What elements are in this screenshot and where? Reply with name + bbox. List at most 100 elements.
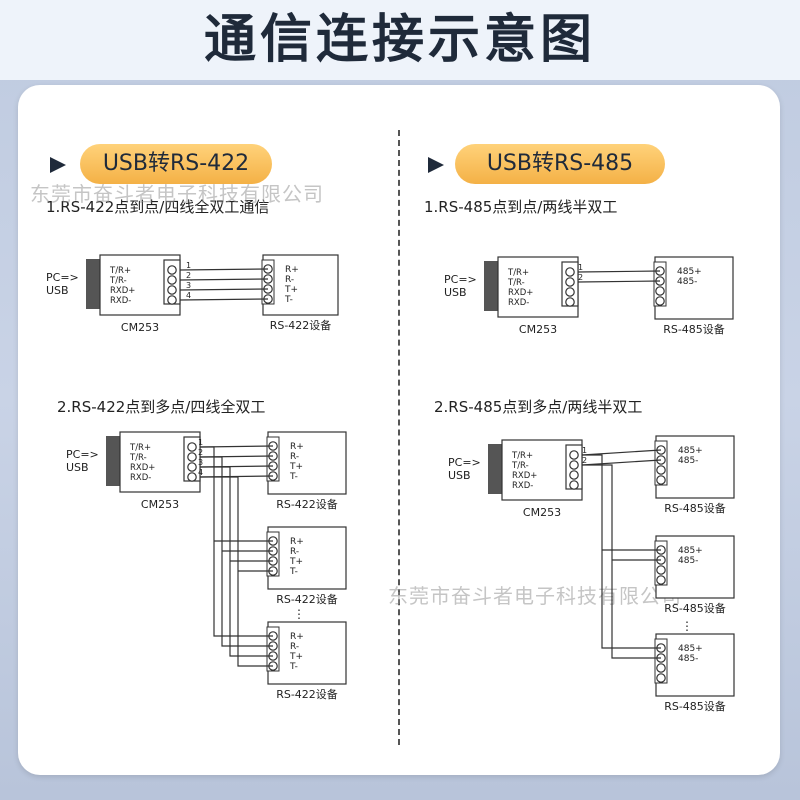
screw-terminal-icon: [187, 442, 197, 452]
heading-rs422-p2p: 1.RS-422点到点/四线全双工通信: [46, 198, 270, 216]
wire-number: 4: [198, 468, 203, 477]
screw-terminal-icon: [569, 460, 579, 470]
wire: [582, 464, 661, 659]
device-pin-label: 485-: [678, 556, 698, 566]
converter-pin-label: T/R+: [129, 443, 151, 453]
screw-terminal-icon: [569, 470, 579, 480]
screw-terminal-icon: [565, 277, 575, 287]
screw-terminal-icon: [187, 452, 197, 462]
device-name: RS-422设备: [270, 318, 332, 332]
device-box: [267, 621, 347, 685]
converter-pin-label: T/R-: [129, 453, 147, 463]
watermark-bottom: 东莞市奋斗者电子科技有限公司: [388, 584, 682, 608]
converter-pin-label: RXD-: [508, 298, 529, 308]
wire-number: 2: [582, 456, 587, 465]
screw-terminal-icon: [656, 465, 666, 475]
pill-rs485: USB转RS-485: [455, 144, 665, 184]
device-box: [655, 535, 735, 599]
wire-number: 1: [186, 261, 191, 270]
screw-terminal-icon: [656, 565, 666, 575]
converter-pin-label: RXD+: [512, 471, 537, 481]
device-name: RS-485设备: [664, 601, 726, 615]
screw-terminal-icon: [656, 575, 666, 585]
device-pin-label: R-: [290, 642, 299, 652]
screw-terminal-icon: [187, 472, 197, 482]
device-pin-label: 485+: [678, 546, 703, 556]
screw-terminal-icon: [167, 265, 177, 275]
usb-label: USB: [444, 286, 467, 299]
converter-pin-label: T/R+: [511, 451, 533, 461]
converter-pin-label: T/R-: [511, 461, 529, 471]
screw-terminal-icon: [565, 267, 575, 277]
converter-pin-label: RXD-: [130, 473, 151, 483]
device-pin-label: R+: [285, 265, 299, 275]
device-pin-label: 485+: [678, 644, 703, 654]
heading-rs485-multi: 2.RS-485点到多点/两线半双工: [434, 398, 643, 416]
device-pin-label: 485+: [678, 446, 703, 456]
converter-pin-label: RXD-: [512, 481, 533, 491]
device-box: [655, 633, 735, 697]
pc-label: PC=>: [66, 448, 99, 461]
wire-number: 2: [198, 448, 203, 457]
converter-pin-label: T/R+: [507, 268, 529, 278]
wire-number: 3: [186, 281, 191, 290]
device-box: [267, 526, 347, 590]
wire: [179, 278, 269, 281]
device-pin-label: 485-: [678, 654, 698, 664]
screw-terminal-icon: [655, 296, 665, 306]
heading-rs422-multi: 2.RS-422点到多点/四线全双工: [57, 398, 266, 416]
device-box: [654, 256, 734, 320]
device-box: [262, 254, 339, 316]
converter-pin-label: T/R+: [109, 266, 131, 276]
converter-pin-label: T/R-: [109, 276, 127, 286]
device-pin-label: R-: [290, 547, 299, 557]
device-pin-label: R+: [290, 537, 304, 547]
wire-number: 3: [198, 458, 203, 467]
converter-pin-label: T/R-: [507, 278, 525, 288]
device-pin-label: R-: [290, 452, 299, 462]
usb-plug-icon: [488, 444, 504, 494]
screw-terminal-icon: [167, 295, 177, 305]
watermark-top: 东莞市奋斗者电子科技有限公司: [30, 182, 324, 206]
wire-number: 1: [582, 446, 587, 455]
device-name: RS-485设备: [664, 699, 726, 713]
device-name: RS-485设备: [663, 322, 725, 336]
wire-number: 2: [578, 273, 583, 282]
wire: [577, 280, 661, 283]
wire: [179, 268, 269, 271]
screw-terminal-icon: [565, 297, 575, 307]
device-pin-label: T+: [289, 652, 303, 662]
converter-pin-label: RXD-: [110, 296, 131, 306]
usb-label: USB: [448, 469, 471, 482]
pc-label: PC=>: [46, 271, 79, 284]
usb-plug-icon: [106, 436, 122, 486]
device-pin-label: R+: [290, 632, 304, 642]
device-name: RS-422设备: [276, 497, 338, 511]
device-pin-label: 485-: [677, 277, 697, 287]
pill-rs422: USB转RS-422: [80, 144, 272, 184]
usb-plug-icon: [86, 259, 102, 309]
device-name: RS-422设备: [276, 687, 338, 701]
wire-number: 1: [578, 263, 583, 272]
device-box: [267, 431, 347, 495]
device-name: RS-422设备: [276, 592, 338, 606]
usb-label: USB: [66, 461, 89, 474]
converter-name: CM253: [523, 506, 561, 519]
screw-terminal-icon: [187, 462, 197, 472]
screw-terminal-icon: [655, 286, 665, 296]
device-pin-label: T+: [284, 285, 298, 295]
wire: [179, 288, 269, 291]
screw-terminal-icon: [167, 285, 177, 295]
screw-terminal-icon: [656, 475, 666, 485]
center-divider: [398, 130, 400, 745]
device-pin-label: T-: [289, 567, 298, 577]
device-pin-label: T-: [289, 472, 298, 482]
device-name: RS-485设备: [664, 501, 726, 515]
wire: [577, 270, 661, 273]
device-pin-label: T-: [289, 662, 298, 672]
wire: [582, 454, 661, 649]
page-title: 通信连接示意图: [203, 10, 596, 70]
device-pin-label: T+: [289, 557, 303, 567]
device-pin-label: R+: [290, 442, 304, 452]
